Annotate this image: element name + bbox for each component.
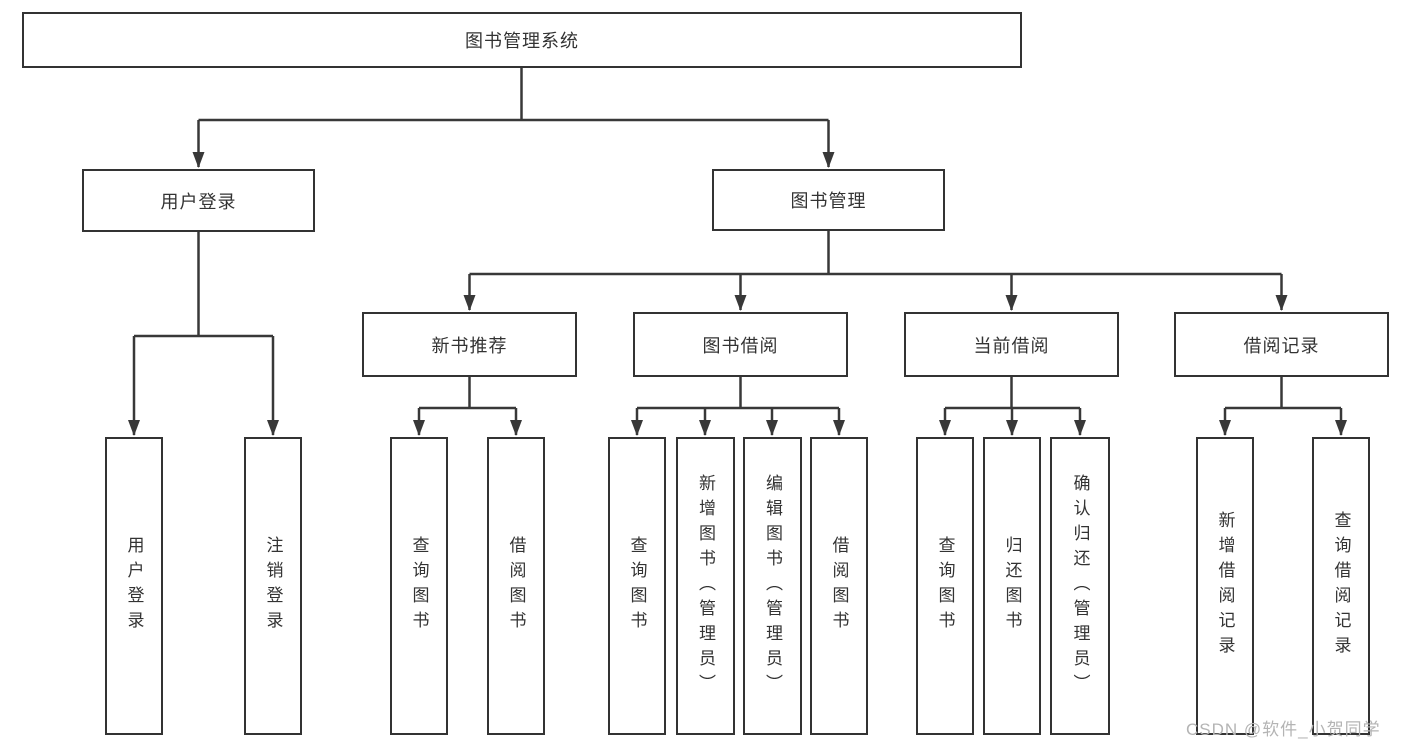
node-add-borrow-record: 新增借阅记录 bbox=[1196, 437, 1254, 735]
node-query-books-1: 查询图书 bbox=[390, 437, 448, 735]
node-edit-books-admin: 编辑图书（管理员） bbox=[743, 437, 802, 735]
node-query-books-2: 查询图书 bbox=[608, 437, 666, 735]
node-add-books-admin: 新增图书（管理员） bbox=[676, 437, 735, 735]
node-confirm-return-admin: 确认归还（管理员） bbox=[1050, 437, 1110, 735]
csdn-watermark: CSDN @软件_小贺同学 bbox=[1186, 720, 1381, 739]
node-borrow-books-1: 借阅图书 bbox=[487, 437, 545, 735]
node-user-login-leaf: 用户登录 bbox=[105, 437, 163, 735]
node-book-borrow: 图书借阅 bbox=[633, 312, 848, 377]
node-borrow-books-2: 借阅图书 bbox=[810, 437, 868, 735]
node-library-management-system: 图书管理系统 bbox=[22, 12, 1022, 68]
node-user-login: 用户登录 bbox=[82, 169, 315, 232]
node-borrow-records: 借阅记录 bbox=[1174, 312, 1389, 377]
node-current-borrow: 当前借阅 bbox=[904, 312, 1119, 377]
node-logout-leaf: 注销登录 bbox=[244, 437, 302, 735]
node-new-book-recommend: 新书推荐 bbox=[362, 312, 577, 377]
node-query-borrow-record: 查询借阅记录 bbox=[1312, 437, 1370, 735]
node-query-books-3: 查询图书 bbox=[916, 437, 974, 735]
node-book-management: 图书管理 bbox=[712, 169, 945, 231]
node-return-books: 归还图书 bbox=[983, 437, 1041, 735]
